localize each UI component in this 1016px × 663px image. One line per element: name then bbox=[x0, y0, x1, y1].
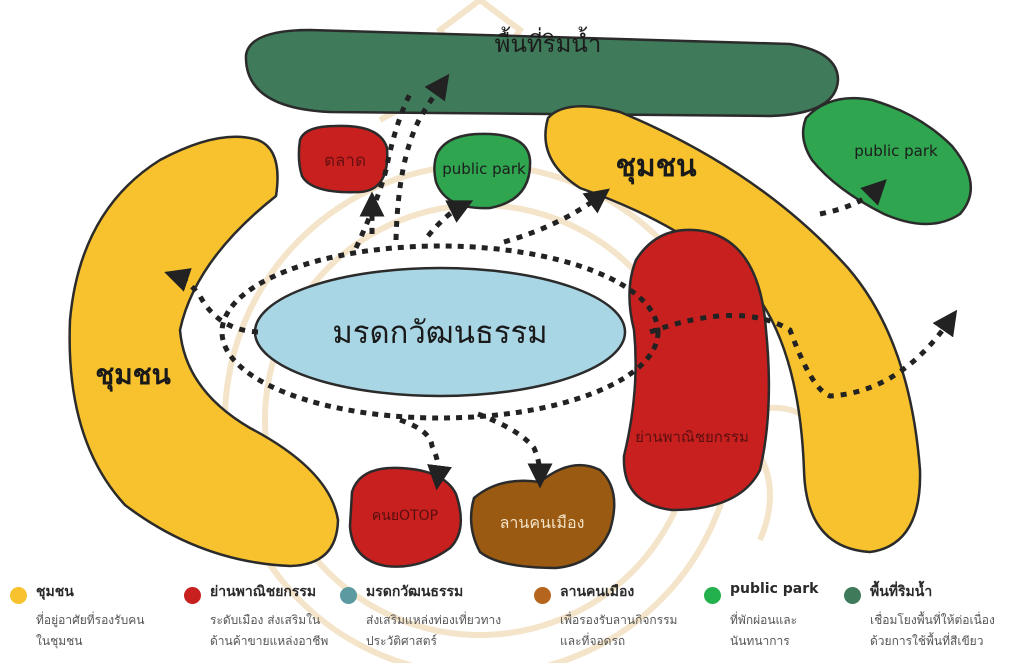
park-right-label: public park bbox=[854, 142, 938, 160]
legend-title: public park bbox=[730, 581, 818, 597]
market-label: ตลาด bbox=[324, 151, 366, 171]
park-center-label: public park bbox=[442, 160, 526, 178]
legend-description: เชื่อมโยงพื้นที่ให้ต่อเนื่องด้วยการใช้พื… bbox=[870, 610, 995, 652]
legend-dot-community bbox=[10, 587, 27, 604]
community-right-label: ชุมชน bbox=[615, 149, 696, 185]
commercial-label: ย่านพาณิชยกรรม bbox=[635, 428, 749, 446]
legend-dot-heritage bbox=[340, 587, 357, 604]
otop-label: คนยOTOP bbox=[372, 508, 438, 524]
public-park-right bbox=[803, 98, 971, 224]
legend-title: ชุมชน bbox=[36, 581, 74, 603]
commercial-district bbox=[624, 230, 769, 510]
heritage-label: มรดกวัฒนธรรม bbox=[332, 315, 547, 351]
legend-description: ระดับเมือง ส่งเสริมในด้านค้าขายแหล่งอาชี… bbox=[210, 610, 328, 652]
arrow-to-plaza bbox=[478, 414, 540, 476]
legend-description: ที่พักผ่อนและนันทนาการ bbox=[730, 610, 797, 652]
waterfront-label: พื้นที่ริมน้ำ bbox=[495, 26, 602, 58]
legend-dot-park bbox=[704, 587, 721, 604]
legend-description: ที่อยู่อาศัยที่รองรับคนในชุมชน bbox=[36, 610, 144, 652]
legend-description: เพื่อรองรับลานกิจกรรมและที่จอดรถ bbox=[560, 610, 677, 652]
legend-title: ลานคนเมือง bbox=[560, 581, 634, 603]
legend-dot-commercial bbox=[184, 587, 201, 604]
legend-description: ส่งเสริมแหล่งท่องเที่ยวทางประวัติศาสตร์ bbox=[366, 610, 501, 652]
legend-title: พื้นที่ริมน้ำ bbox=[870, 581, 932, 603]
legend-title: มรดกวัฒนธรรม bbox=[366, 581, 463, 603]
legend-dot-plaza bbox=[534, 587, 551, 604]
community-left-label: ชุมชน bbox=[95, 358, 171, 392]
legend-dot-waterfront bbox=[844, 587, 861, 604]
legend: ชุมชน ที่อยู่อาศัยที่รองรับคนในชุมชน ย่า… bbox=[0, 580, 1016, 663]
plaza-label: ลานคนเมือง bbox=[500, 513, 585, 532]
legend-title: ย่านพาณิชยกรรม bbox=[210, 581, 316, 603]
